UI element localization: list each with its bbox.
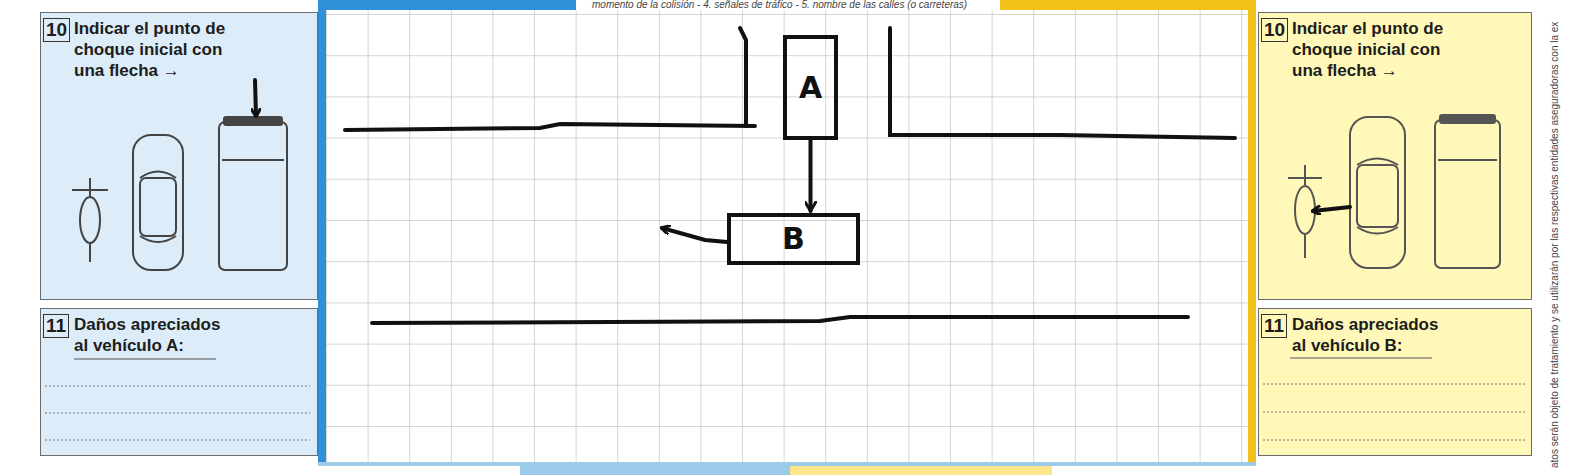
form-panel: 10Indicar el punto de choque inicial con… (1258, 12, 1532, 300)
impact-arrow (809, 140, 813, 211)
section-number: 11 (43, 314, 69, 338)
vehicle-icons (1288, 115, 1500, 268)
section-number: 10 (1261, 18, 1288, 42)
vehicle-box: B (727, 213, 860, 265)
section-number: 11 (1261, 314, 1287, 338)
section-number: 10 (43, 18, 70, 42)
vehicle-label: A (799, 72, 822, 104)
form-panel: 11Daños apreciados al vehículo A: (40, 308, 318, 456)
section-heading: Indicar el punto de choque inicial con u… (74, 18, 226, 81)
form-note: momento de la colisión - 4. señales de t… (590, 0, 969, 10)
vehicle-box: A (783, 35, 838, 140)
form-panel: 11Daños apreciados al vehículo B: (1258, 308, 1532, 456)
section-heading: Daños apreciados al vehículo A: (74, 314, 226, 356)
road-sketch (345, 28, 1235, 323)
section-heading: Indicar el punto de choque inicial con u… (1292, 18, 1444, 81)
vehicle-icons (72, 117, 287, 270)
vehicle-label: B (782, 223, 805, 255)
section-heading: Daños apreciados al vehículo B: (1292, 314, 1444, 356)
legal-notice: atos serán objeto de tratamiento y se ut… (1549, 22, 1561, 468)
form-panel: 10Indicar el punto de choque inicial con… (40, 12, 318, 300)
